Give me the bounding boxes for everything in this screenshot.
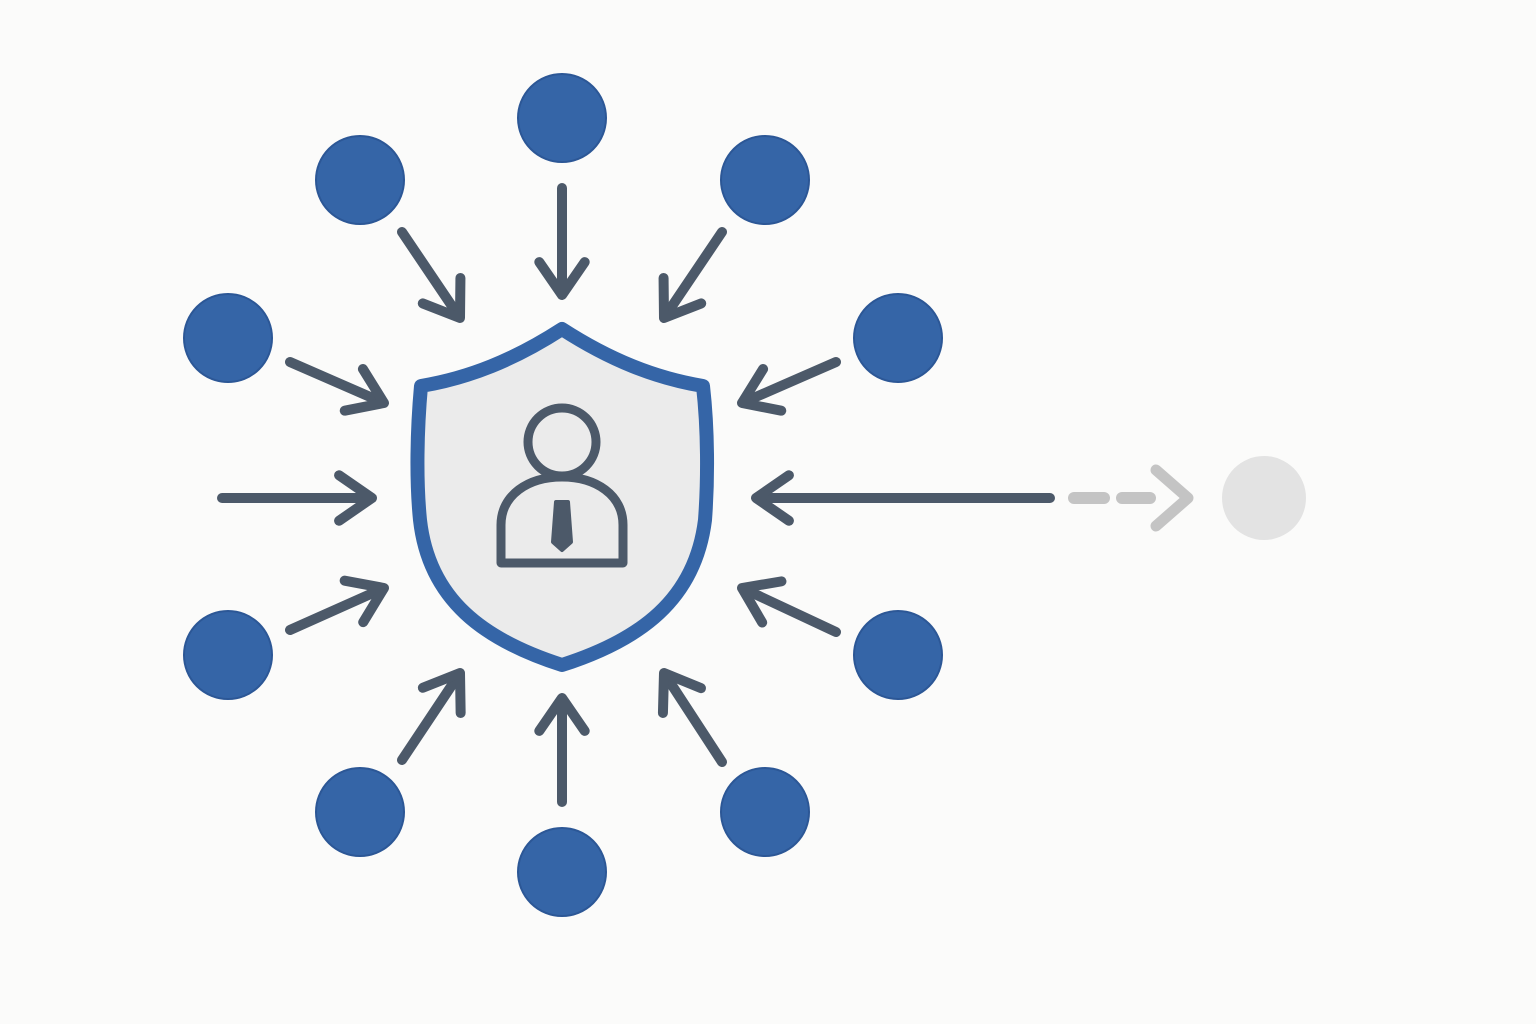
arrow-top-head: [534, 257, 590, 300]
arrow-bottom-left: [397, 668, 466, 765]
source-node-upper-left: [183, 293, 273, 383]
arrow-top-right-shaft: [661, 227, 727, 320]
arrow-upper-right: [737, 357, 841, 416]
arrow-lower-right: [737, 576, 841, 637]
tie-icon: [551, 500, 573, 552]
source-node-lower-right: [853, 610, 943, 700]
source-node-lower-left: [183, 610, 273, 700]
arrow-right: [751, 470, 1055, 526]
source-node-top: [517, 73, 607, 163]
arrow-lower-left-head: [339, 575, 389, 628]
arrow-top-left: [397, 227, 466, 323]
arrow-lower-right-head: [737, 576, 787, 628]
source-nodes: [183, 73, 943, 917]
arrow-left: [217, 470, 377, 526]
arrow-upper-left-shaft: [285, 357, 386, 407]
arrow-top: [534, 183, 590, 300]
arrow-lower-right-shaft: [740, 584, 841, 637]
arrow-top-left-head: [417, 273, 466, 323]
source-node-top-right: [720, 135, 810, 225]
source-node-upper-right: [853, 293, 943, 383]
arrow-upper-right-shaft: [740, 357, 841, 407]
arrow-lower-left-shaft: [285, 584, 386, 635]
arrow-bottom-right-head: [657, 668, 707, 718]
arrow-bottom: [534, 693, 590, 807]
arrow-bottom-right-shaft: [661, 671, 727, 767]
source-node-bottom: [517, 827, 607, 917]
user-body: [496, 472, 628, 568]
faded-connection: [1068, 456, 1306, 540]
arrow-lower-left: [285, 575, 389, 635]
arrow-top-left-shaft: [397, 227, 463, 320]
faded-arrowhead: [1150, 464, 1194, 532]
arrow-bottom-head: [534, 693, 590, 736]
arrow-right-head: [751, 470, 794, 526]
arrow-upper-left-head: [339, 364, 389, 416]
source-node-bottom-right: [720, 767, 810, 857]
arrow-left-head: [334, 470, 377, 526]
faded-node: [1222, 456, 1306, 540]
source-node-top-left: [315, 135, 405, 225]
arrow-top-right: [658, 227, 727, 323]
arrow-top-right-head: [658, 273, 707, 323]
inbound-arrows: [217, 183, 1055, 807]
arrow-bottom-left-head: [417, 668, 466, 718]
arrow-upper-right-head: [737, 364, 787, 416]
arrow-bottom-right: [657, 668, 727, 767]
shield-shape: [410, 322, 715, 672]
user-icon: [496, 403, 628, 568]
source-node-bottom-left: [315, 767, 405, 857]
arrow-upper-left: [285, 357, 389, 416]
shield-user-icon: [410, 322, 715, 672]
arrow-bottom-left-shaft: [397, 671, 463, 765]
